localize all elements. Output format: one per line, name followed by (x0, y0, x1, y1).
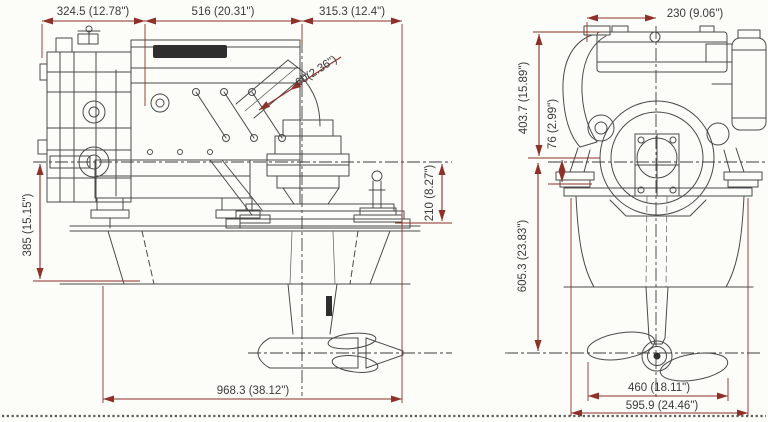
dim-label-crank-to-bed: 210 (8.27") (424, 165, 436, 222)
dim-label-overall-length: 968.3 (38.12") (217, 385, 290, 397)
dim-label-height-above-mounts: 403.7 (15.89") (518, 62, 530, 135)
leg-marking-plate (326, 296, 332, 316)
dim-label-top-aft: 315.3 (12.4") (319, 6, 385, 18)
front-view: 230 (9.06") 403.7 (15.89") 76 (2.99") 60… (505, 8, 767, 417)
dim-label-flange-to-prop: 605.3 (23.83") (517, 220, 529, 293)
side-view-engine-art (37, 25, 421, 373)
dim-line-exhaust-2 (258, 89, 291, 111)
dim-label-overall-width: 595.9 (24.46") (626, 400, 699, 412)
side-view-centerlines (33, 40, 452, 396)
front-view-engine-art (555, 25, 767, 382)
dim-line-exhaust-1 (289, 56, 342, 91)
side-view: 324.5 (12.78") 516 (20.31") 315.3 (12.4"… (22, 6, 452, 403)
dim-label-top-front: 324.5 (12.78") (57, 6, 130, 18)
dim-label-exhaust-to-center: 230 (9.06") (667, 8, 724, 20)
front-view-dimensions: 230 (9.06") 403.7 (15.89") 76 (2.99") 60… (517, 8, 749, 417)
dim-label-crank-to-hull: 385 (15.15") (22, 193, 34, 256)
front-view-centerlines (505, 26, 766, 400)
dim-label-mount-to-flange: 76 (2.99") (547, 99, 559, 149)
dim-label-top-middle: 516 (20.31") (192, 6, 255, 18)
engine-logo-plate (153, 45, 227, 58)
dim-label-prop-diameter: 460 (18.11") (628, 382, 690, 394)
